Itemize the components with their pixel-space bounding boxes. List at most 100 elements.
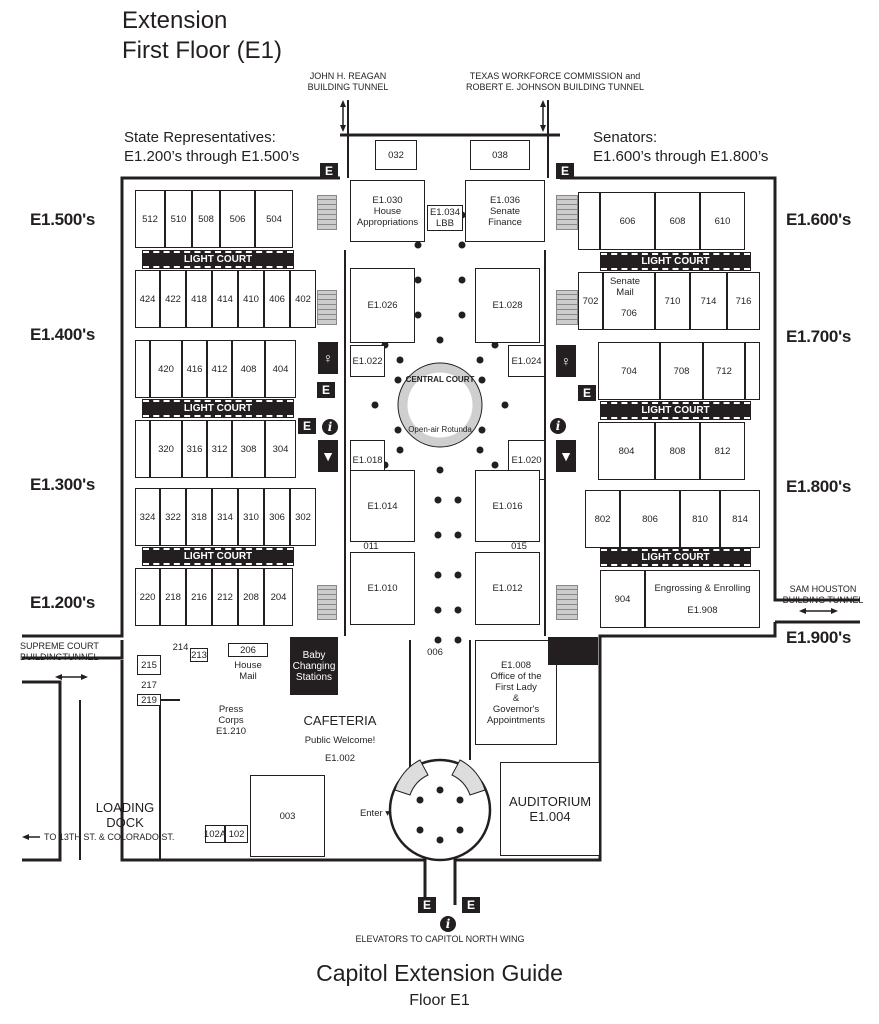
- room-r213: 213: [190, 648, 208, 662]
- column: [436, 836, 444, 844]
- column: [434, 571, 442, 579]
- room-e1024: E1.024: [508, 345, 545, 377]
- elevator-icon: E: [556, 163, 574, 179]
- restroom-women-icon: ♀: [556, 345, 576, 377]
- room-e1014: E1.014: [350, 470, 415, 542]
- room-r320: 320: [150, 420, 182, 478]
- room-r316: 316: [182, 420, 207, 478]
- wing-label-900: E1.900's: [786, 628, 851, 647]
- info-icon: i: [440, 916, 456, 932]
- elevator-icon: E: [418, 897, 436, 913]
- room-r216: 216: [186, 568, 212, 626]
- room-r506: 506: [220, 190, 255, 248]
- entry-rotunda: [388, 758, 492, 862]
- room-space: [135, 420, 150, 478]
- room-r208: 208: [238, 568, 264, 626]
- rotunda-label: Open-air Rotunda: [408, 425, 472, 434]
- room-r006: 006: [427, 646, 443, 658]
- north-wing-label: ELEVATORS TO CAPITOL NORTH WING: [355, 934, 525, 944]
- room-r804: 804: [598, 422, 655, 480]
- room-r812: 812: [700, 422, 745, 480]
- column: [414, 311, 422, 319]
- column: [501, 401, 509, 409]
- column: [416, 826, 424, 834]
- room-r802: 802: [585, 490, 620, 548]
- room-e1012: E1.012: [475, 552, 540, 625]
- room-e1028: E1.028: [475, 268, 540, 343]
- column: [436, 336, 444, 344]
- stairs: [317, 195, 337, 230]
- room-r322: 322: [160, 488, 186, 546]
- guide-floor: Floor E1: [409, 992, 470, 1009]
- column: [396, 446, 404, 454]
- column: [454, 636, 462, 644]
- stairs: [317, 290, 337, 325]
- twc-tunnel-label: TEXAS WORKFORCE COMMISSION and ROBERT E.…: [465, 71, 645, 92]
- room-enter: Enter ▾: [359, 807, 391, 819]
- room-senate_mail: Senate Mail: [609, 276, 641, 298]
- room-r806: 806: [620, 490, 680, 548]
- room-r908: Engrossing & Enrolling E1.908: [645, 570, 760, 628]
- room-r706: 706: [603, 272, 655, 330]
- room-r810: 810: [680, 490, 720, 548]
- room-r003: 003: [250, 775, 325, 857]
- room-r032: 032: [375, 140, 417, 170]
- reagan-tunnel-label: JOHN H. REAGAN BUILDING TUNNEL: [307, 71, 389, 92]
- room-r102: 102: [225, 825, 248, 843]
- wing-label-500: E1.500's: [30, 210, 95, 229]
- column: [458, 311, 466, 319]
- room-house_mail: House Mail: [234, 660, 262, 682]
- room-r904: 904: [600, 570, 645, 628]
- room-r406: 406: [264, 270, 290, 328]
- room-r708: 708: [660, 342, 703, 400]
- light-court: LIGHT COURT: [142, 547, 294, 566]
- room-e1008: E1.008 Office of the First Lady & Govern…: [475, 640, 557, 745]
- elevator-icon: E: [320, 163, 338, 179]
- column: [414, 276, 422, 284]
- column: [456, 826, 464, 834]
- column: [476, 356, 484, 364]
- room-r314: 314: [212, 488, 238, 546]
- room-r704: 704: [598, 342, 660, 400]
- restroom-down-icon: ▼: [556, 440, 576, 472]
- room-space: [745, 342, 760, 400]
- wing-label-400: E1.400's: [30, 325, 95, 344]
- room-r808: 808: [655, 422, 700, 480]
- info-icon: i: [550, 418, 566, 434]
- room-r304: 304: [265, 420, 296, 478]
- room-r712: 712: [703, 342, 745, 400]
- column: [456, 796, 464, 804]
- room-r716: 716: [727, 272, 760, 330]
- room-r422: 422: [160, 270, 186, 328]
- room-e1022: E1.022: [350, 345, 385, 377]
- light-court: LIGHT COURT: [600, 401, 751, 420]
- room-r416: 416: [182, 340, 207, 398]
- room-r512: 512: [135, 190, 165, 248]
- map-subtitle: First Floor (E1): [122, 37, 283, 64]
- column: [491, 341, 499, 349]
- room-e1034: E1.034 LBB: [427, 205, 463, 231]
- room-r215: 215: [137, 655, 161, 675]
- room-auditorium: AUDITORIUM E1.004: [500, 762, 600, 856]
- column: [394, 426, 402, 434]
- column: [454, 571, 462, 579]
- map-title: Extension: [122, 7, 228, 34]
- central-court-label: CENTRAL COURT: [405, 375, 475, 384]
- room-r424: 424: [135, 270, 160, 328]
- column: [371, 401, 379, 409]
- room-r302: 302: [290, 488, 316, 546]
- column: [478, 426, 486, 434]
- room-e1016: E1.016: [475, 470, 540, 542]
- room-space: [578, 192, 600, 250]
- room-r220: 220: [135, 568, 160, 626]
- room-r102a: 102A: [204, 825, 226, 843]
- light-court: LIGHT COURT: [142, 250, 294, 269]
- room-r310: 310: [238, 488, 264, 546]
- room-space: [135, 340, 150, 398]
- room-r218: 218: [160, 568, 186, 626]
- wing-label-200: E1.200's: [30, 593, 95, 612]
- room-r217: 217: [141, 679, 157, 691]
- room-r219: 219: [137, 694, 161, 706]
- room-r610: 610: [700, 192, 745, 250]
